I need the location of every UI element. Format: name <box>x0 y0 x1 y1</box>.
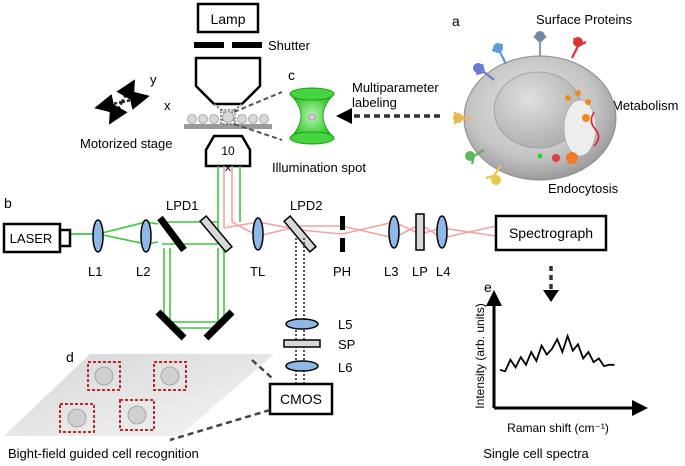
lens-l2-label: L2 <box>136 264 150 279</box>
motorized-stage-label: Motorized stage <box>80 136 173 151</box>
lens-tl-label: TL <box>250 264 265 279</box>
lens-l3-label: L3 <box>384 264 398 279</box>
lens-l6 <box>285 360 319 372</box>
recognized-cells <box>59 361 187 433</box>
lens-l4-label: L4 <box>436 264 450 279</box>
spectrograph-box <box>494 214 608 252</box>
shutter-label: Shutter <box>268 38 311 53</box>
sp-label: SP <box>338 337 355 352</box>
endocytosis-label: Endocytosis <box>548 181 619 196</box>
lens-l6-label: L6 <box>338 360 352 375</box>
multiparameter-label-1: Multiparameter <box>352 80 439 95</box>
lens-l1 <box>92 219 104 253</box>
condenser <box>194 56 262 106</box>
laser-box <box>2 222 72 254</box>
mirror-3 <box>203 309 235 341</box>
multiparameter-label-2: labeling <box>352 95 397 110</box>
lp-label: LP <box>412 264 428 279</box>
lens-l5 <box>285 318 319 330</box>
cmos-box <box>268 382 334 416</box>
lamp-box <box>196 2 260 34</box>
lpd1-label: LPD1 <box>166 198 199 213</box>
panel-c-label: c <box>288 67 295 83</box>
lpd2-mirror <box>283 215 317 253</box>
cmos-label: CMOS <box>280 391 322 407</box>
axis-x-label: x <box>164 98 171 113</box>
antibody-icon <box>453 31 587 185</box>
long-pass-filter <box>415 213 425 251</box>
brightfield-path <box>295 238 305 384</box>
metabolism-label: Metabolism <box>612 98 678 113</box>
lens-l4 <box>436 215 448 249</box>
spectrum-chart: Intensity (arb. units) Raman shift (cm⁻¹… <box>473 290 648 435</box>
mirror-2 <box>155 309 187 341</box>
lpd2-label: LPD2 <box>290 198 323 213</box>
four-arrow-cross-icon <box>94 79 150 125</box>
axis-y-label: y <box>150 72 157 87</box>
lens-tl <box>252 217 264 251</box>
pinhole-label: PH <box>333 264 351 279</box>
x-axis-label: Raman shift (cm⁻¹) <box>507 421 609 435</box>
objective-lens <box>204 134 252 168</box>
spectrum-line <box>499 333 615 373</box>
lens-l5-label: L5 <box>338 317 352 332</box>
bright-field-caption: Bight-field guided cell recognition <box>8 446 199 461</box>
pinhole <box>340 216 345 252</box>
surface-proteins-label: Surface Proteins <box>536 12 633 27</box>
lens-l1-label: L1 <box>88 264 102 279</box>
short-pass-filter <box>283 339 321 348</box>
panel-a-label: a <box>452 13 460 29</box>
lens-l2 <box>140 219 152 253</box>
cells-on-stage <box>187 111 269 124</box>
panel-b-label: b <box>4 195 12 211</box>
raman-beam <box>223 166 497 239</box>
laser-label: LASER <box>10 231 53 246</box>
y-axis-label: Intensity (arb. units) <box>473 303 487 408</box>
cell-illustration <box>463 55 617 181</box>
single-cell-spectra-caption: Single cell spectra <box>483 446 589 461</box>
motorized-stage-plate <box>184 124 272 129</box>
mirror-1 <box>157 215 187 253</box>
lens-l3 <box>388 215 400 249</box>
lpd1-mirror <box>199 215 233 253</box>
spectrograph-label: Spectrograph <box>509 225 593 241</box>
lamp-label: Lamp <box>210 11 245 27</box>
shutter <box>194 42 262 48</box>
illumination-spot-label: Illumination spot <box>272 160 366 175</box>
objective-x: x <box>225 160 231 174</box>
panel-e-label: e <box>484 279 492 295</box>
objective-magnification: 10 <box>221 144 235 158</box>
panel-d-label: d <box>66 349 74 365</box>
